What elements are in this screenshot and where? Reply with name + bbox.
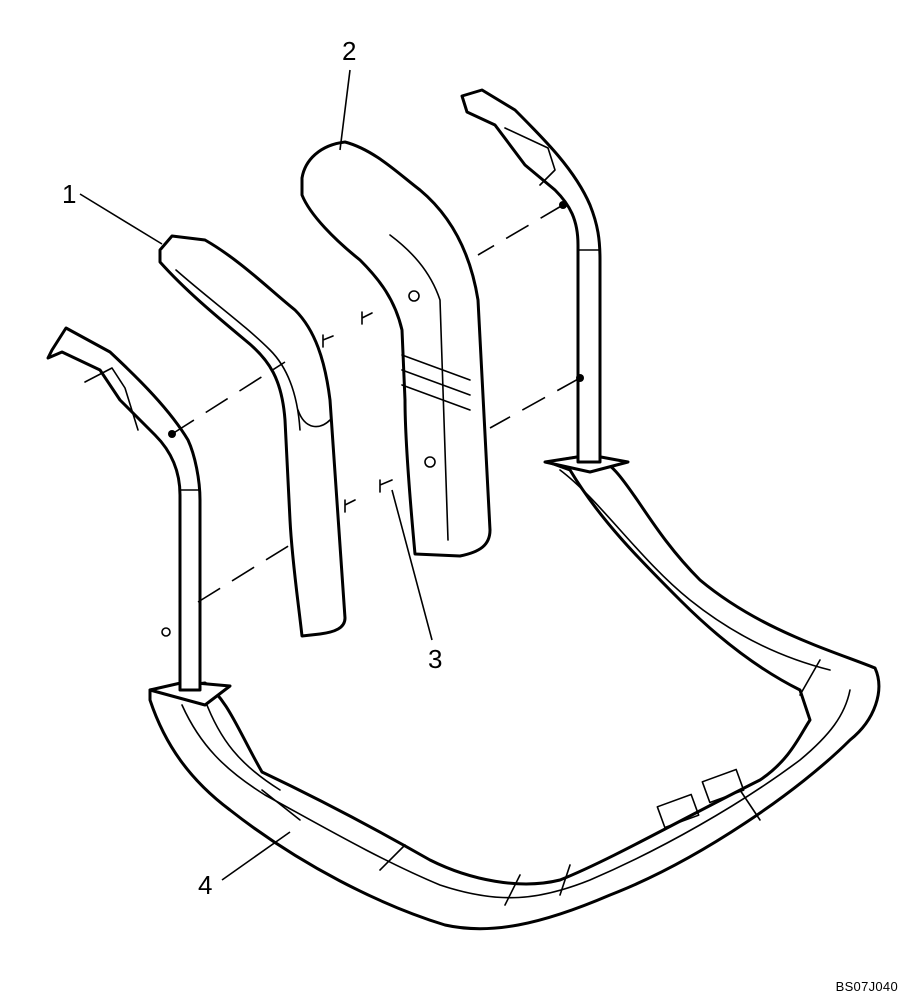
callout-1: 1 xyxy=(62,179,76,209)
callout-4: 4 xyxy=(198,870,212,900)
leader-4 xyxy=(221,831,291,881)
leader-2 xyxy=(339,69,351,151)
assembly-dash-lines xyxy=(171,204,581,603)
callout-2: 2 xyxy=(342,36,356,66)
callout-3: 3 xyxy=(428,644,442,674)
left-post xyxy=(46,326,202,692)
leader-1 xyxy=(79,193,163,245)
screws-part-3 xyxy=(322,311,393,513)
pad-part-2 xyxy=(300,140,492,558)
pad-part-1 xyxy=(158,234,347,638)
figure-id: BS07J040 xyxy=(835,979,898,994)
frame-part-4 xyxy=(148,453,881,931)
leader-3 xyxy=(391,489,433,641)
